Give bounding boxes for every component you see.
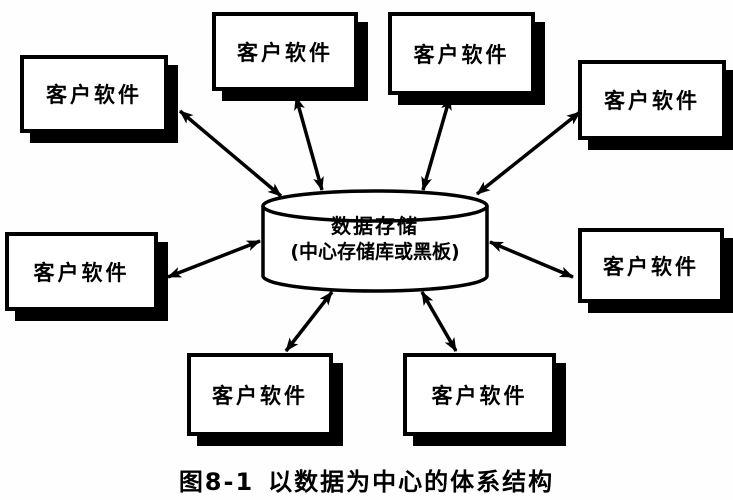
figure-caption: 图8-1 以数据为中心的体系结构	[0, 462, 733, 497]
edge-bottom-1-to-store	[284, 290, 334, 353]
client-box-left: 客户软件	[5, 232, 158, 311]
client-box-top-1: 客户软件	[212, 12, 358, 91]
data-store-label: 数据存储 (中心存储库或黑板)	[263, 213, 487, 266]
client-box-top-2: 客户软件	[388, 12, 535, 95]
edge-bottom-2-to-store	[420, 291, 458, 352]
edge-top-2-to-store	[421, 96, 452, 191]
data-store-title: 数据存储	[331, 214, 419, 238]
client-box-top-left: 客户软件	[20, 55, 168, 133]
client-box-bottom-1: 客户软件	[187, 353, 333, 436]
client-box-right-top: 客户软件	[578, 60, 726, 140]
edge-right-top-to-store	[475, 110, 582, 196]
diagram-canvas: 客户软件 客户软件 客户软件 客户软件 客户软件 客户软件 客户软件 客户软件	[5, 12, 726, 436]
data-store-cylinder	[261, 189, 489, 293]
edge-left-to-store	[167, 239, 261, 279]
edge-top-1-to-store	[294, 96, 324, 191]
client-box-bottom-2: 客户软件	[403, 353, 556, 436]
edge-right-to-store	[489, 240, 574, 279]
figure-caption-number: 图8-1	[178, 468, 255, 496]
figure-caption-title: 以数据为中心的体系结构	[268, 468, 555, 496]
client-box-right: 客户软件	[578, 228, 724, 303]
data-store-subtitle: (中心存储库或黑板)	[290, 241, 460, 263]
edge-top-left-to-store	[178, 109, 283, 198]
